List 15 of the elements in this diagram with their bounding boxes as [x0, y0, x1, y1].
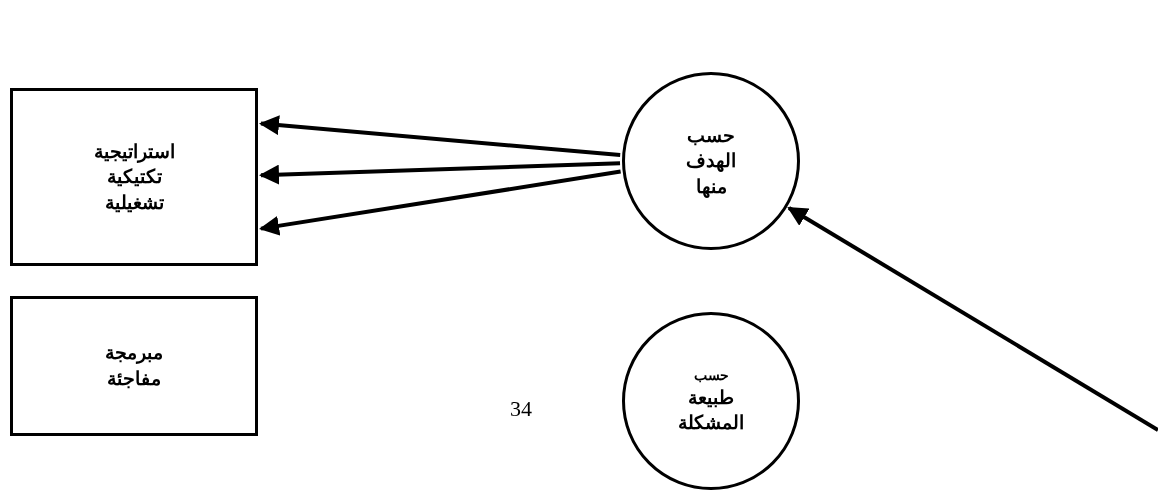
node-text: حسب الهدف منها [685, 123, 737, 200]
arrow [259, 115, 621, 158]
arrow [787, 206, 1158, 432]
node-text: مبرمجة [105, 341, 163, 366]
list-box [10, 88, 258, 266]
arrow [259, 161, 621, 185]
node-text: تشغيلية [104, 190, 164, 215]
list-box [10, 296, 258, 436]
node-text: تكتيكية [106, 165, 162, 190]
node-text: استراتيجية [93, 139, 175, 165]
node-text: طبيعة المشكلة [677, 385, 745, 436]
node-text: حسب [693, 365, 729, 385]
node-text: مفاجئة [107, 367, 161, 391]
page-number: 34 [510, 395, 532, 423]
arrow [259, 169, 621, 236]
